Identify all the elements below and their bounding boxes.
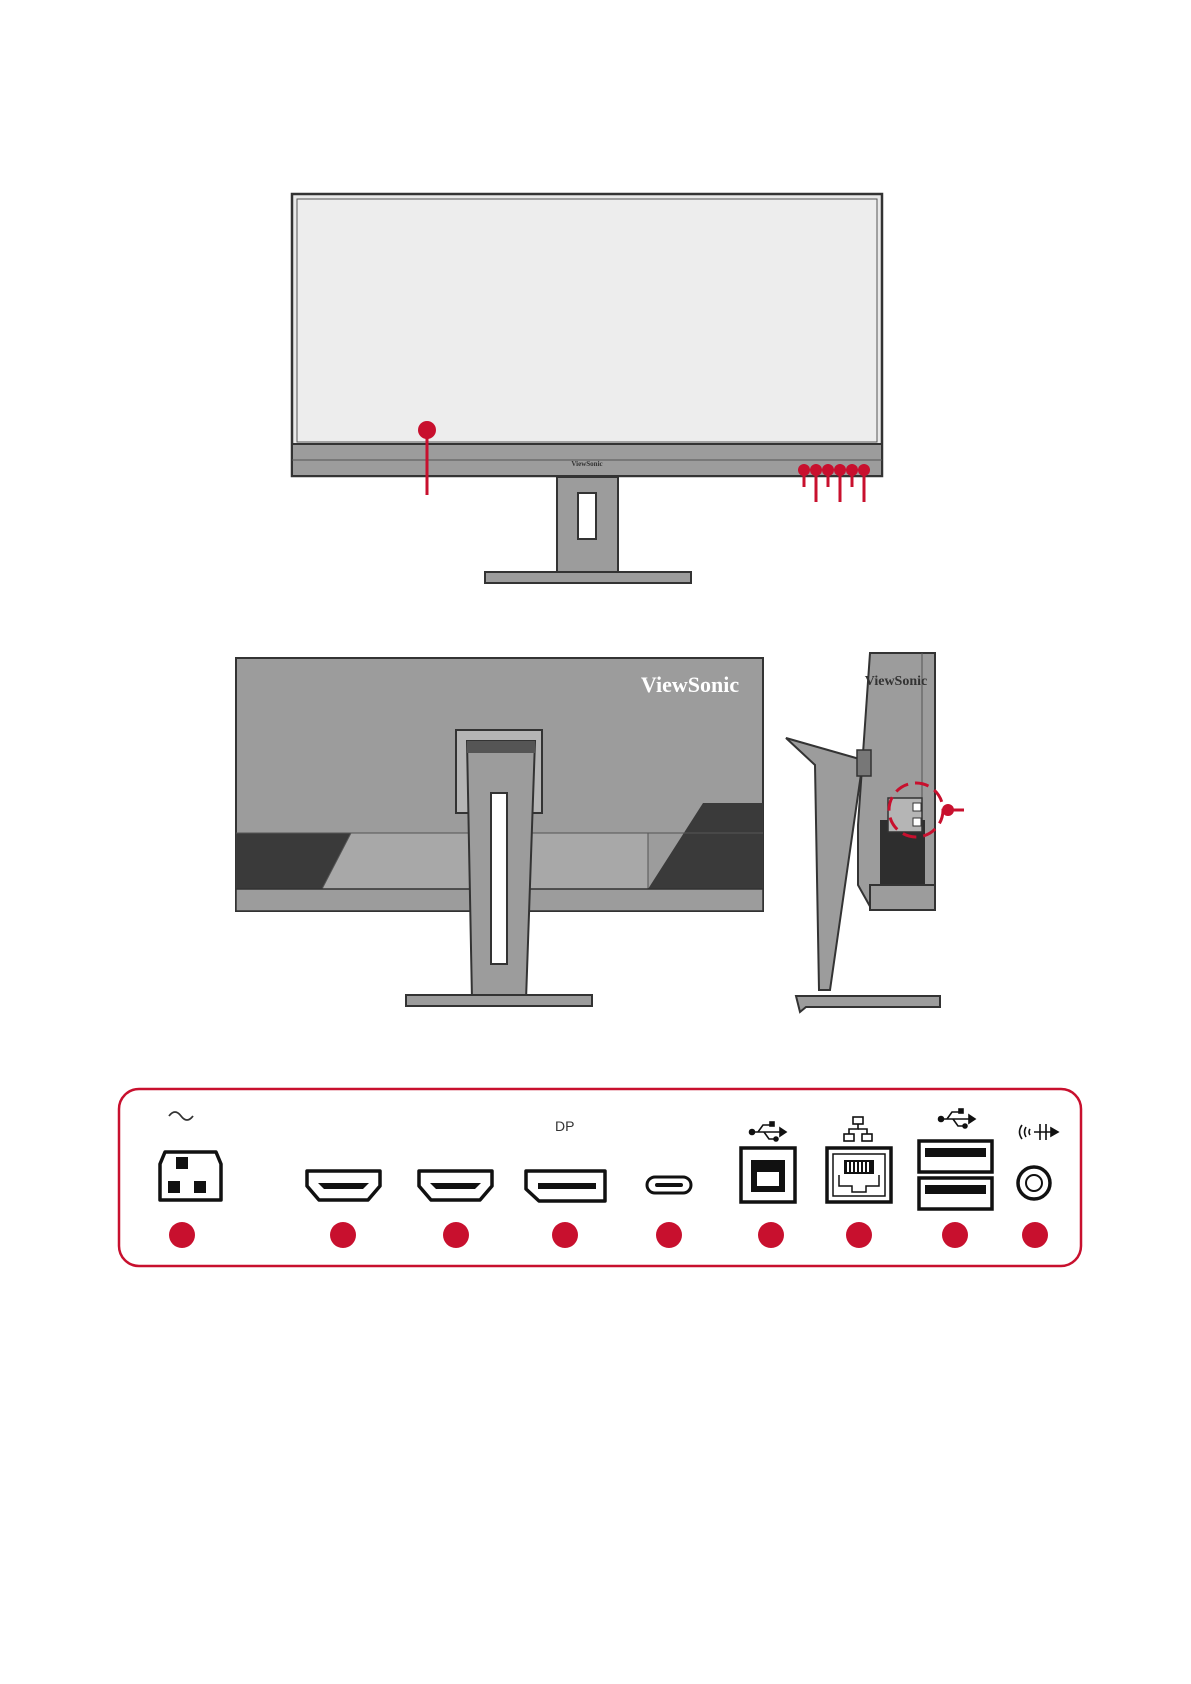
- callout-hdmi-2: [443, 1222, 469, 1248]
- callout-hdmi-1: [330, 1222, 356, 1248]
- callout-rj45: [846, 1222, 872, 1248]
- callout-ac-power: [169, 1222, 195, 1248]
- dp-port-label: DP: [555, 1118, 574, 1134]
- callout-audio: [1022, 1222, 1048, 1248]
- usb-c-port-icon: [647, 1177, 691, 1193]
- callout-usb-c: [656, 1222, 682, 1248]
- hdmi-port-icon: [307, 1171, 380, 1200]
- callout-usb-a: [942, 1222, 968, 1248]
- hdmi-port-icon: [419, 1171, 492, 1200]
- callout-usb-b: [758, 1222, 784, 1248]
- displayport-icon: [526, 1171, 605, 1201]
- callout-displayport: [552, 1222, 578, 1248]
